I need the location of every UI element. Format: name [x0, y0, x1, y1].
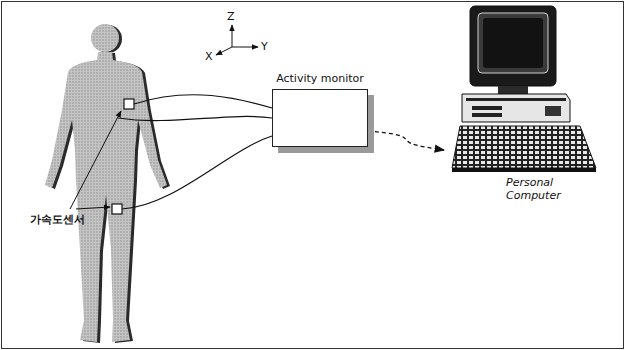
- sensor-chest: [124, 99, 134, 109]
- sensor-label: 가속도센서: [30, 213, 85, 226]
- sensor-leaders: [70, 111, 121, 209]
- axis-label: Y: [261, 40, 268, 53]
- axis-label: X: [205, 50, 213, 63]
- data-link-arrow: [368, 131, 444, 150]
- personal-computer: Personal Computer: [444, 6, 598, 206]
- sensor-thigh: [112, 204, 122, 214]
- sensor-wires: [118, 95, 272, 209]
- activity-monitor: Activity monitor: [272, 72, 368, 147]
- computer-illustration: [452, 6, 596, 172]
- axis-symbol: [216, 25, 258, 55]
- monitor-box: [272, 89, 368, 147]
- node-label: Personal Computer: [506, 176, 590, 202]
- axis-label: Z: [227, 10, 235, 23]
- human-figure: [45, 24, 170, 343]
- node-label: Activity monitor: [272, 72, 368, 85]
